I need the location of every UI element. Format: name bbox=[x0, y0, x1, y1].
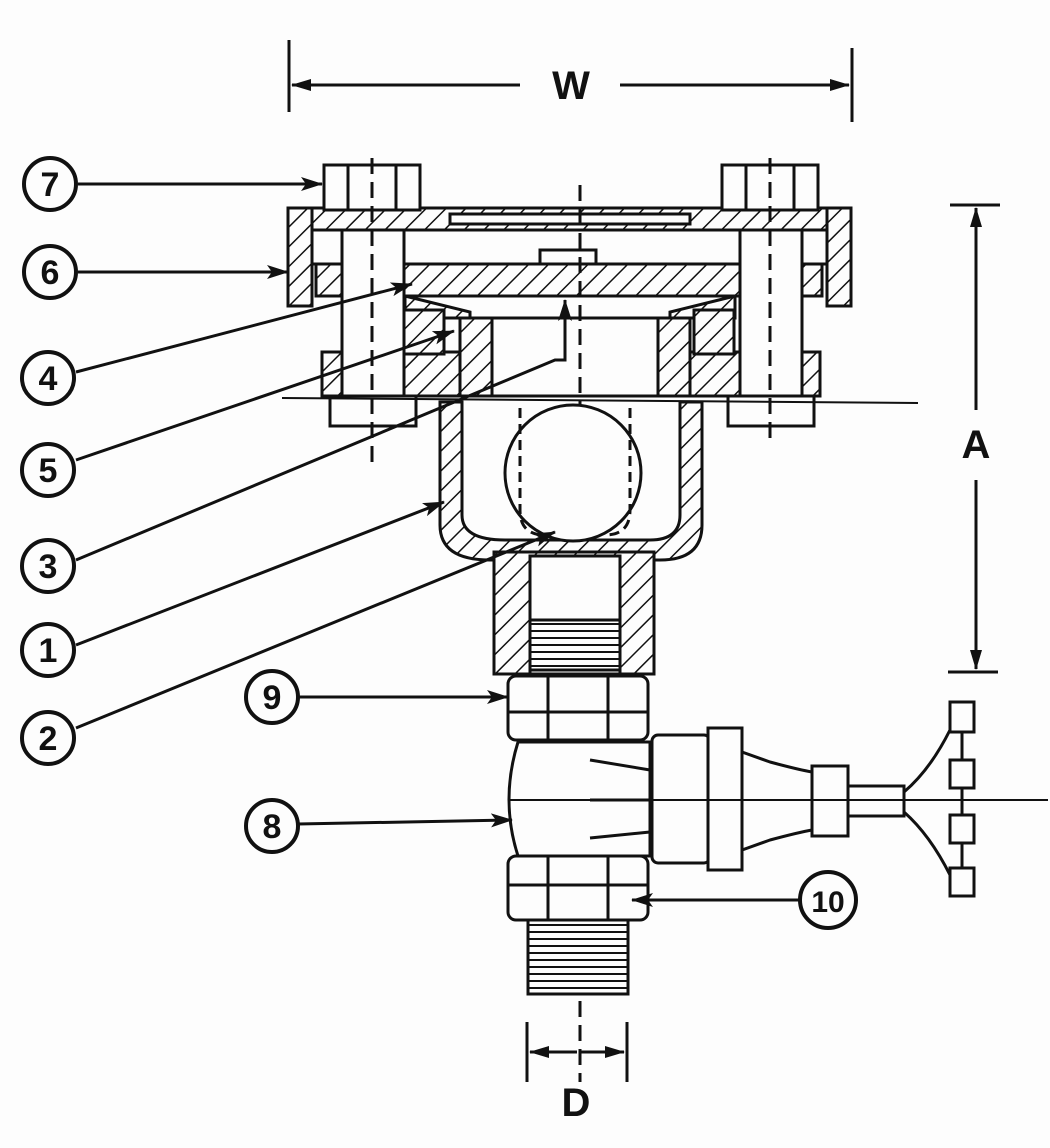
union-nut-upper bbox=[506, 674, 650, 742]
callout-1: 1 bbox=[20, 622, 76, 678]
diameter-label: D bbox=[562, 1081, 591, 1125]
svg-text:6: 6 bbox=[41, 254, 60, 292]
leader-lines bbox=[75, 177, 800, 907]
callout-2: 2 bbox=[20, 710, 76, 766]
union-nut-lower bbox=[506, 854, 650, 922]
svg-text:9: 9 bbox=[263, 679, 282, 717]
threaded-connection bbox=[526, 918, 630, 996]
width-label: W bbox=[552, 64, 590, 108]
callout-9: 9 bbox=[244, 669, 300, 725]
valve-body bbox=[438, 400, 704, 562]
svg-text:3: 3 bbox=[39, 548, 58, 586]
callout-5: 5 bbox=[20, 442, 76, 498]
svg-text:7: 7 bbox=[41, 166, 60, 204]
callout-3: 3 bbox=[20, 538, 76, 594]
height-label: A bbox=[962, 423, 991, 467]
svg-text:5: 5 bbox=[39, 452, 58, 490]
svg-text:1: 1 bbox=[39, 632, 58, 670]
callout-8: 8 bbox=[244, 798, 300, 854]
svg-text:10: 10 bbox=[811, 886, 844, 919]
svg-text:8: 8 bbox=[263, 808, 282, 846]
callout-10: 10 bbox=[798, 870, 858, 930]
parting-line bbox=[281, 397, 919, 404]
ball-float bbox=[503, 403, 643, 543]
diameter-dimension bbox=[525, 1022, 629, 1082]
width-dimension bbox=[287, 40, 854, 122]
callout-6: 6 bbox=[22, 244, 78, 300]
outlet-nozzle bbox=[492, 550, 656, 676]
svg-text:4: 4 bbox=[39, 360, 58, 398]
callout-4: 4 bbox=[20, 350, 76, 406]
svg-text:2: 2 bbox=[39, 720, 58, 758]
height-dimension bbox=[948, 203, 1000, 674]
callout-7: 7 bbox=[22, 156, 78, 212]
